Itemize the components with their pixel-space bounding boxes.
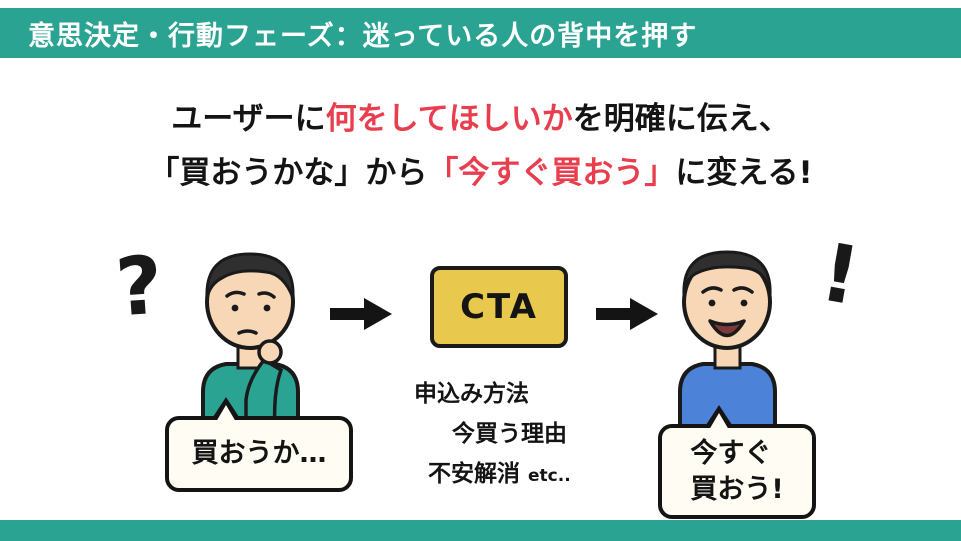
decision-bubble-text: 今すぐ 買おう! (690, 436, 783, 506)
exclamation-mark: ! (814, 225, 867, 324)
headline-line1-post: を明確に伝え、 (572, 101, 790, 137)
page-title: 意思決定・行動フェーズ：迷っている人の背中を押す (28, 20, 698, 52)
question-mark: ? (112, 238, 166, 335)
cta-point-2: 今買う理由 (452, 421, 567, 447)
cta-point-3: 不安解消 etc.. (428, 454, 571, 488)
headline: ユーザーに何をしてほしいかを明確に伝え、 「買おうかな」から「今すぐ買おう」に変… (0, 92, 961, 201)
cta-point-1: 申込み方法 (414, 381, 529, 407)
decision-bubble-line1: 今すぐ (690, 438, 772, 470)
speech-bubble-tail-inner (709, 413, 729, 430)
thinking-speech-bubble: 買おうか… (165, 397, 353, 492)
arrow-right-icon (596, 298, 658, 330)
headline-line2: 「買おうかな」から「今すぐ買おう」に変える! (0, 146, 961, 200)
headline-line1-pre: ユーザーに (171, 101, 326, 137)
thinking-bubble-text: 買おうか… (191, 438, 327, 470)
cta-box: CTA (430, 266, 568, 348)
happy-person-illustration (678, 250, 777, 430)
decision-speech-bubble: 今すぐ 買おう! (658, 405, 816, 519)
cta-point-3-suffix: etc.. (528, 466, 571, 486)
bottom-accent-bar (0, 520, 961, 541)
headline-line1-highlight: 何をしてほしいか (325, 101, 573, 137)
headline-line2-pre: 「買おうかな」から (148, 155, 428, 192)
cta-label: CTA (460, 287, 538, 327)
headline-line2-highlight: 「今すぐ買おう」 (427, 155, 676, 192)
headline-line2-post: に変える! (675, 155, 813, 192)
header-bar: 意思決定・行動フェーズ：迷っている人の背中を押す (0, 8, 961, 58)
cta-point-3-text: 不安解消 (428, 461, 520, 487)
arrow-right-icon (330, 298, 392, 330)
thinking-person-illustration (201, 252, 300, 430)
speech-bubble-tail-inner (216, 405, 236, 422)
headline-line1: ユーザーに何をしてほしいかを明確に伝え、 (0, 92, 961, 146)
decision-bubble-line2: 買おう! (690, 473, 784, 505)
